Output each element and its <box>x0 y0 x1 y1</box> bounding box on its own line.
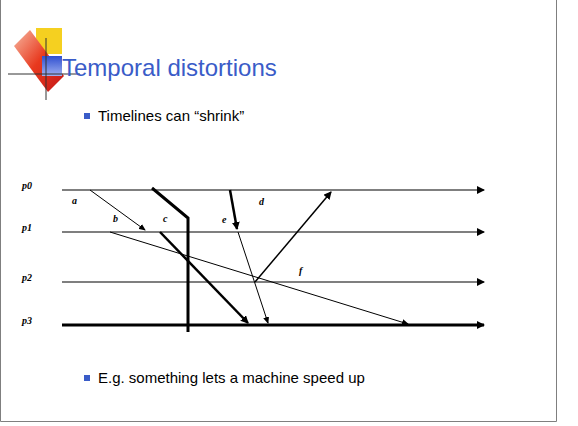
process-name: p3 <box>22 315 32 327</box>
message-label: b <box>112 213 119 225</box>
slide-title: Temporal distortions <box>62 54 277 83</box>
timeline <box>62 189 484 190</box>
timeline <box>62 324 484 327</box>
bullet-text: Timelines can “shrink” <box>98 107 244 125</box>
decor-stripe <box>14 30 64 92</box>
message-arrow <box>230 190 237 229</box>
slide-frame <box>1 0 557 422</box>
message-arrow <box>238 232 268 323</box>
process-name: p1 <box>22 222 32 234</box>
message-arrow <box>90 190 145 230</box>
bullet-text: E.g. something lets a machine speed up <box>98 369 365 387</box>
bullet-mark <box>84 113 90 119</box>
decor-line <box>46 38 47 100</box>
message-arrow <box>255 192 331 282</box>
process-name: p0 <box>22 180 32 192</box>
message-label: a <box>71 195 78 207</box>
message-label: f <box>298 265 303 277</box>
process-name: p2 <box>22 272 32 284</box>
message-label: d <box>258 196 265 208</box>
message-label: c <box>162 213 168 225</box>
message-arrow <box>160 232 248 323</box>
bullet-mark <box>84 375 90 381</box>
decor-block <box>42 56 62 76</box>
timeline <box>62 231 484 232</box>
message-label: e <box>221 214 227 226</box>
cut-line <box>152 188 188 332</box>
